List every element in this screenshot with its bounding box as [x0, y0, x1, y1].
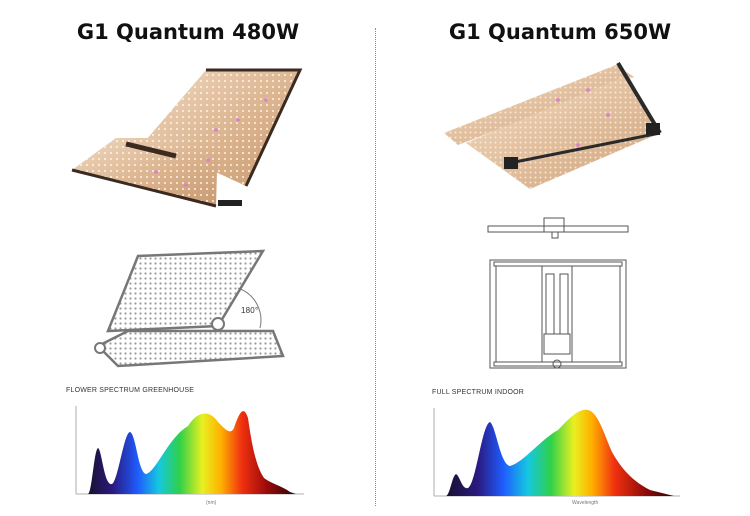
tech-drawing-650w [482, 214, 632, 374]
fold-angle-label: 180° [241, 306, 259, 315]
spectrum-chart-650w: Wavelength [428, 400, 688, 508]
product-image-480w [66, 60, 316, 220]
product-title-480w: G1 Quantum 480W [76, 20, 300, 44]
spectrum-axis-650w: Wavelength [572, 500, 598, 506]
column-divider [375, 28, 376, 506]
spectrum-label-480w: FLOWER SPECTRUM GREENHOUSE [66, 387, 195, 394]
spectrum-chart-480w: (nm) [68, 398, 308, 508]
spectrum-axis-480w: (nm) [206, 500, 217, 506]
product-title-650w: G1 Quantum 650W [448, 20, 672, 44]
product-image-650w [438, 55, 678, 195]
folding-diagram-480w: 180° [78, 236, 298, 371]
spectrum-label-650w: FULL SPECTRUM INDOOR [432, 389, 525, 396]
